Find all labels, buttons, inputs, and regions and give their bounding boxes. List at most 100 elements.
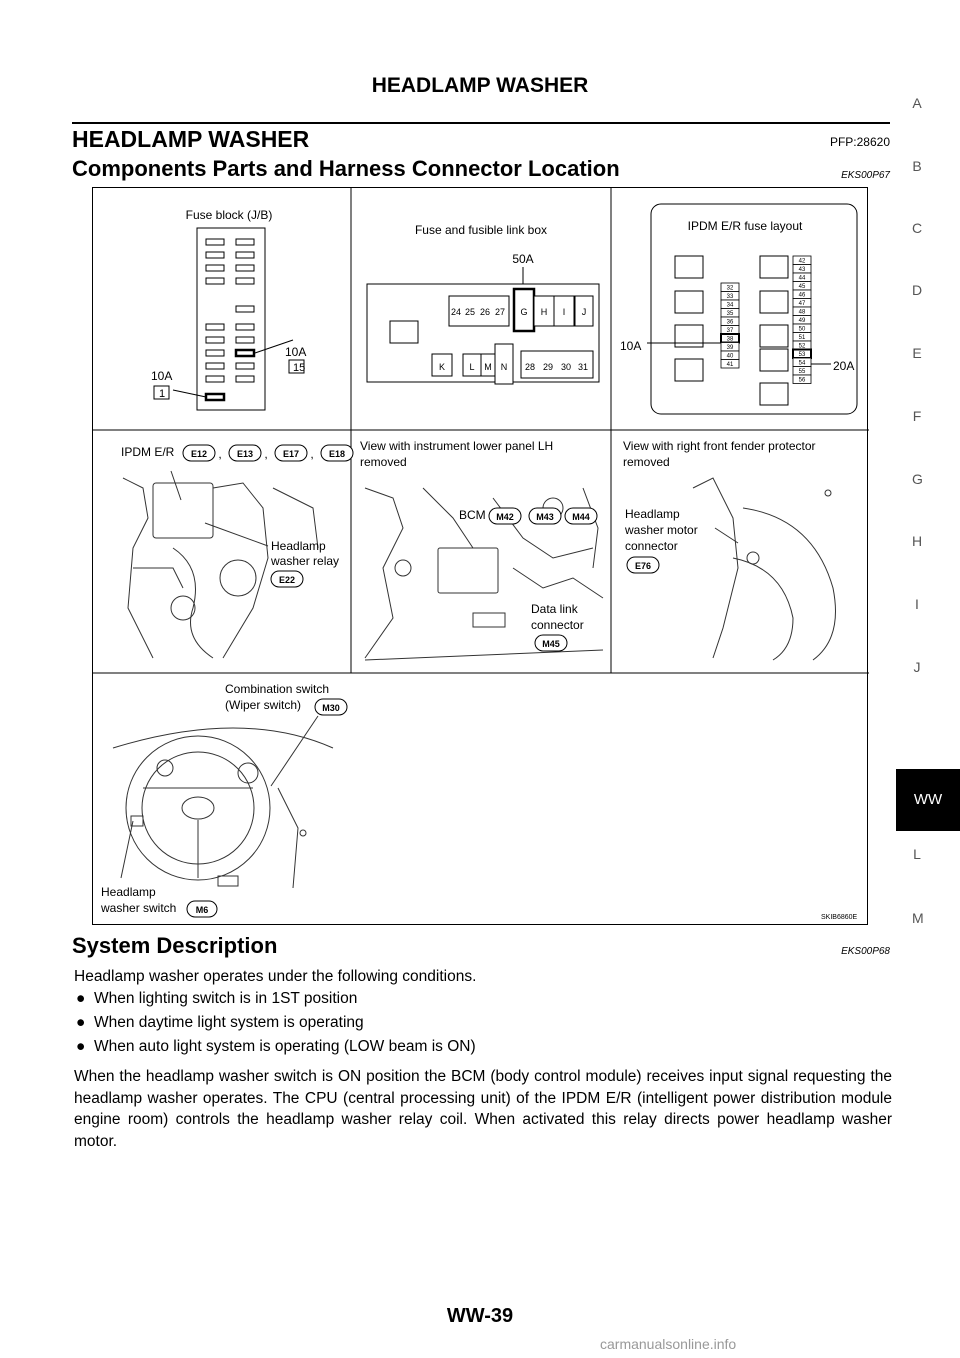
header-rule <box>72 122 890 124</box>
connector-m44: M44 <box>572 512 590 522</box>
engine-room-drawing <box>122 470 319 659</box>
side-index-l[interactable]: L <box>913 846 921 862</box>
section-title: HEADLAMP WASHER <box>72 126 310 152</box>
side-index-b[interactable]: B <box>912 158 922 174</box>
ipdm-fuse-label: 34 <box>727 303 734 309</box>
ipdm-fuse-label: 53 <box>799 352 806 358</box>
fuse-cell-M: M <box>484 362 492 372</box>
ipdm-fuse-label: 41 <box>727 362 734 368</box>
side-index-f[interactable]: F <box>912 408 922 424</box>
ipdm-left-amp: 10A <box>620 339 641 353</box>
fuse-block-fuses <box>204 238 256 402</box>
motor-label-3: connector <box>625 539 678 553</box>
side-index-c[interactable]: C <box>912 220 923 236</box>
components-title: Components Parts and Harness Connector L… <box>72 156 620 181</box>
instrument-title-1: View with instrument lower panel LH <box>360 439 553 453</box>
fender-title-1: View with right front fender protector <box>623 439 816 453</box>
relay-label-1: Headlamp <box>271 539 326 553</box>
fuse-cell-G: G <box>520 307 527 317</box>
bullet-dot: ● <box>76 1014 86 1031</box>
system-intro: Headlamp washer operates under the follo… <box>74 968 477 985</box>
steering-wheel-drawing <box>112 715 334 889</box>
fusible-link-cells <box>431 287 594 385</box>
bcm-label: BCM <box>459 508 486 522</box>
system-paragraph: When the headlamp washer switch is ON po… <box>74 1068 892 1150</box>
fuse-cell-31: 31 <box>578 362 588 372</box>
fender-title-2: removed <box>623 455 670 469</box>
connector-e12: E12 <box>191 449 207 459</box>
component-location-figure: Fuse block (J/B) 10A 15 10A 1 Fuse and f… <box>92 187 869 925</box>
bullet-1: ●When lighting switch is in 1ST position <box>76 990 358 1007</box>
dlc-label-2: connector <box>531 618 584 632</box>
ipdm-fuse-label: 32 <box>727 286 734 292</box>
ipdm-fuse-label: 48 <box>799 310 806 316</box>
connector-e18: E18 <box>329 449 345 459</box>
motor-label-1: Headlamp <box>625 507 680 521</box>
combo-label-1: Combination switch <box>225 682 329 696</box>
bullet-dot: ● <box>76 1038 86 1055</box>
side-index-ww-active[interactable]: WW <box>896 769 960 831</box>
pfp-code: PFP:28620 <box>829 135 890 149</box>
svg-text:,: , <box>310 447 313 461</box>
fuse-cell-N: N <box>501 362 508 372</box>
ipdm-fuse-label: 44 <box>799 276 806 282</box>
fusible-link-title: Fuse and fusible link box <box>415 223 547 237</box>
side-index-m[interactable]: M <box>912 910 924 926</box>
fuse-cell-25: 25 <box>465 307 475 317</box>
combo-label-2: (Wiper switch) <box>225 698 301 712</box>
svg-text:,: , <box>264 447 267 461</box>
ipdm-fuse-label: 45 <box>799 284 806 290</box>
bullet-3: ●When auto light system is operating (LO… <box>76 1038 476 1055</box>
fuse-block-title: Fuse block (J/B) <box>186 208 273 222</box>
fusible-link-amp: 50A <box>512 252 533 266</box>
ipdm-fuse-label: 33 <box>727 294 734 300</box>
side-index-e[interactable]: E <box>912 345 922 361</box>
page-number: WW-39 <box>446 1305 514 1327</box>
ipdm-fuse-label: 38 <box>727 337 734 343</box>
ipdm-fuse-label: 46 <box>799 293 806 299</box>
system-title: System Description <box>72 933 278 958</box>
ipdm-fuse-label: 52 <box>799 344 806 350</box>
figure-drawing: Fuse block (J/B) 10A 15 10A 1 Fuse and f… <box>93 188 869 921</box>
connector-m43: M43 <box>536 512 554 522</box>
fuse-cell-J: J <box>582 307 587 317</box>
ipdm-fuse-label: 39 <box>727 345 734 351</box>
ipdm-fuse-cell <box>720 359 740 369</box>
connector-e22: E22 <box>279 575 295 585</box>
ipdm-fuse-label: 54 <box>799 361 806 367</box>
ipdm-fuse-label: 51 <box>799 335 806 341</box>
side-index-i[interactable]: I <box>915 596 919 612</box>
ipdm-fuse-label: 47 <box>799 301 806 307</box>
bullet-dot: ● <box>76 990 86 1007</box>
system-code: EKS00P68 <box>841 946 890 957</box>
dlc-label-1: Data link <box>531 602 579 616</box>
ipdm-fuse-label: 42 <box>799 259 806 265</box>
fuse-cell-H: H <box>541 307 548 317</box>
svg-text:,: , <box>218 447 221 461</box>
side-index-h[interactable]: H <box>912 533 923 549</box>
side-index-a[interactable]: A <box>912 95 922 111</box>
connector-m30: M30 <box>322 703 340 713</box>
figure-id: SKIB6860E <box>821 914 858 921</box>
fuse-block-left-num: 1 <box>159 388 165 400</box>
connector-m45: M45 <box>542 639 560 649</box>
side-index-d[interactable]: D <box>912 282 923 298</box>
ipdm-fuse-label: 56 <box>799 378 806 384</box>
side-index-j[interactable]: J <box>913 659 921 675</box>
connector-e17: E17 <box>283 449 299 459</box>
fuse-cell-27: 27 <box>495 307 505 317</box>
ipdm-fuse-label: 49 <box>799 318 806 324</box>
components-code: EKS00P67 <box>841 170 890 181</box>
fuse-cell-L: L <box>469 362 474 372</box>
ipdm-right-amp: 20A <box>833 359 854 373</box>
connector-e76: E76 <box>635 561 651 571</box>
side-index-g[interactable]: G <box>912 471 923 487</box>
fuse-cell-24: 24 <box>451 307 461 317</box>
fuse-block-left-amp: 10A <box>151 369 172 383</box>
instrument-title-2: removed <box>360 455 407 469</box>
ipdm-fuse-label: 55 <box>799 369 806 375</box>
fuse-cell-29: 29 <box>543 362 553 372</box>
washer-switch-label-2: washer switch <box>100 901 176 915</box>
bullet-2: ●When daytime light system is operating <box>76 1014 364 1031</box>
